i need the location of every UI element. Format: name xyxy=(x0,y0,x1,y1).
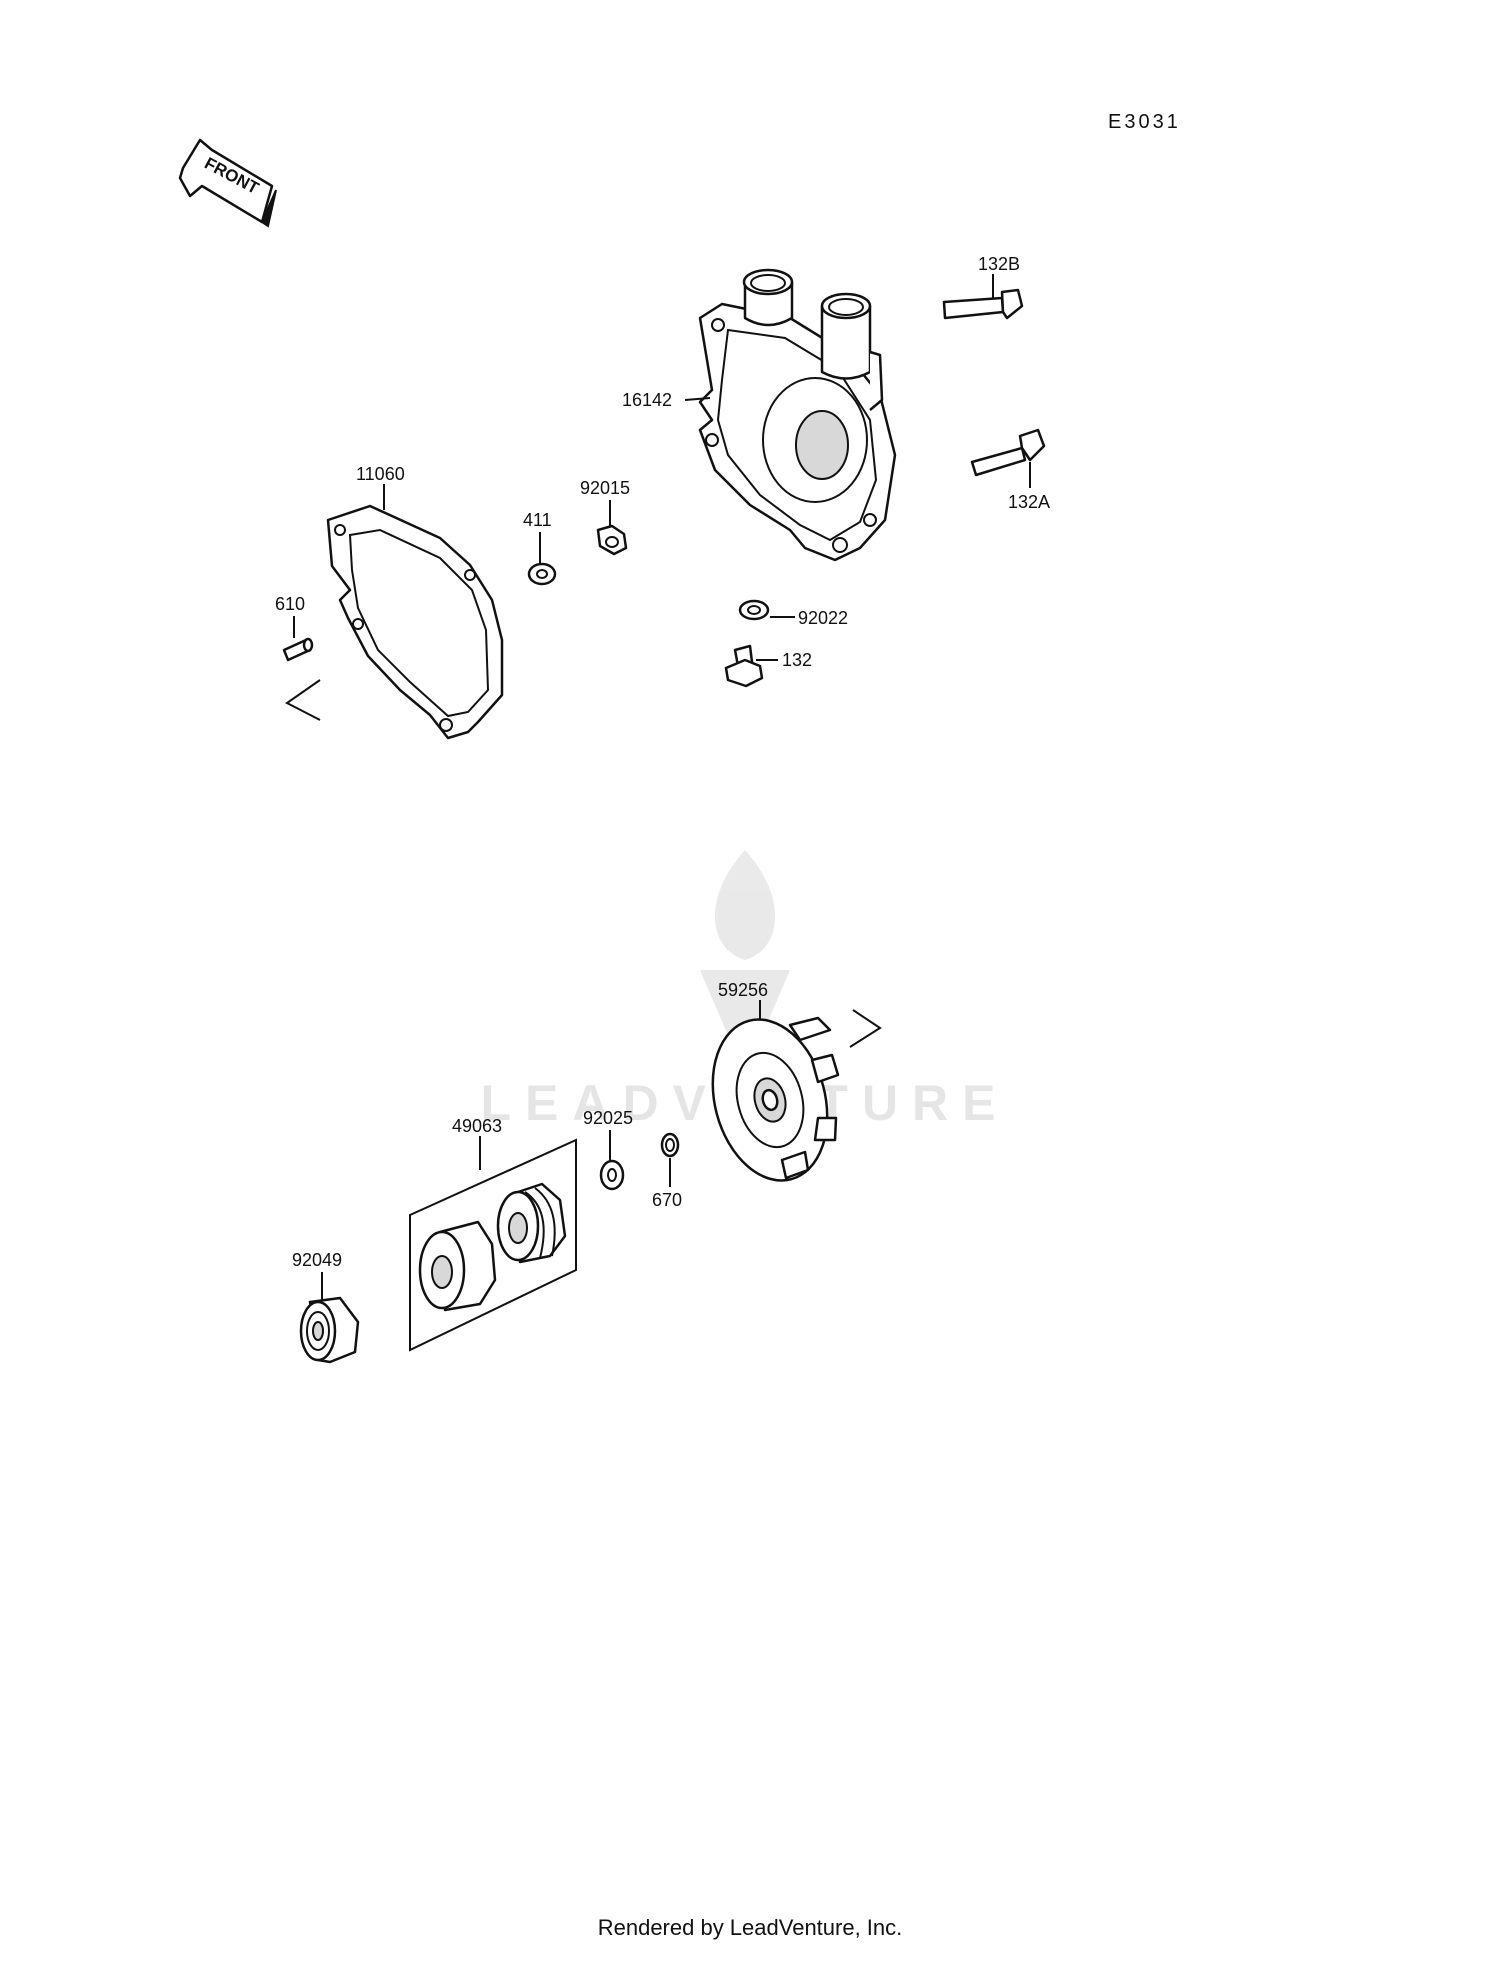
bolt-132 xyxy=(724,644,778,688)
pump-cover-16142 xyxy=(698,268,897,562)
dowel-pin-610 xyxy=(282,616,314,662)
label-132: 132 xyxy=(782,650,812,670)
label-49063: 49063 xyxy=(452,1116,502,1136)
label-92015: 92015 xyxy=(580,478,630,498)
label-92049: 92049 xyxy=(292,1250,342,1270)
gasket-11060 xyxy=(326,484,504,740)
diagram-code: E3031 xyxy=(1108,111,1181,133)
nut-92015 xyxy=(596,500,628,556)
washer-411 xyxy=(527,532,557,586)
front-arrow-icon: FRONT xyxy=(178,138,277,228)
leader-16142 xyxy=(684,397,711,401)
footer-credit: Rendered by LeadVenture, Inc. xyxy=(597,1915,903,1940)
reference-caret-lower xyxy=(849,1009,882,1048)
label-16142: 16142 xyxy=(622,390,672,410)
washer-92022 xyxy=(738,599,795,621)
washer-92025 xyxy=(599,1130,625,1191)
label-132A: 132A xyxy=(1008,492,1050,512)
bearing-92049 xyxy=(299,1272,360,1364)
label-411: 411 xyxy=(523,510,552,530)
label-670: 670 xyxy=(652,1190,682,1210)
label-11060: 11060 xyxy=(356,464,405,484)
o-ring-670 xyxy=(660,1132,680,1187)
label-92025: 92025 xyxy=(583,1108,633,1128)
label-92022: 92022 xyxy=(798,608,848,628)
label-610: 610 xyxy=(275,594,305,614)
label-59256: 59256 xyxy=(718,980,768,1000)
impeller-59256 xyxy=(711,1000,840,1182)
mechanical-seal-49063 xyxy=(409,1136,577,1352)
bolt-132B xyxy=(942,274,1024,320)
label-132B: 132B xyxy=(978,254,1020,274)
bolt-132A xyxy=(970,428,1046,488)
reference-caret-upper xyxy=(285,679,321,721)
